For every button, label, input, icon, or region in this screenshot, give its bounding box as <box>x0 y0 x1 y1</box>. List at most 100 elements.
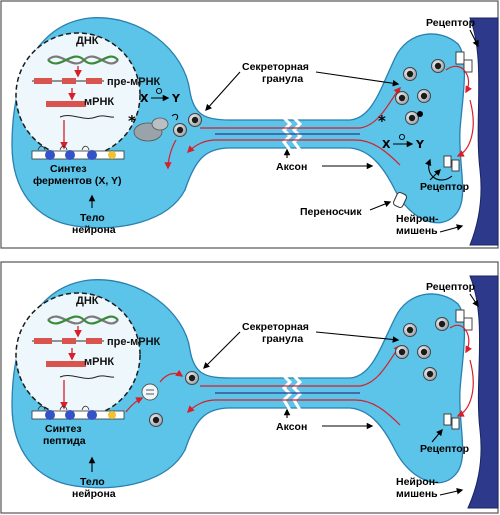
star-terminal-top: * <box>378 112 386 130</box>
recycle-arrow-top <box>425 158 453 181</box>
synthesis-label-bottom-2: пептида <box>43 435 86 447</box>
target-neuron-top <box>469 17 499 246</box>
secretory-label-bottom-1: Секреторная <box>242 321 309 333</box>
pre-mrna-strand-bottom <box>32 338 104 344</box>
nucleus-top <box>15 32 141 158</box>
receptor-pointer-top-upper <box>469 29 479 48</box>
star-soma-top: * <box>128 112 136 130</box>
granule-bottom-soma-2 <box>149 413 163 427</box>
synthesis-label-bottom-1: Синтез <box>45 423 82 435</box>
packaging-arrow-bottom <box>159 369 184 383</box>
receptor-top-upper <box>455 51 473 73</box>
receptor-label-top-lower: Рецептор <box>420 181 469 193</box>
pre-mrna-label-bottom: пре-мРНК <box>107 336 161 348</box>
secretory-pointer-bottom-left <box>203 331 241 369</box>
granule-top-term-4 <box>405 111 419 125</box>
target-neuron-bottom <box>467 275 499 509</box>
receptor-bottom-lower <box>443 413 460 430</box>
secretory-pointer-bottom-right <box>315 331 400 343</box>
mrna-label-bottom: мРНК <box>84 356 114 368</box>
receptor-bottom-upper <box>455 309 473 331</box>
anterograde-track-top <box>200 86 401 129</box>
target-pointer-top <box>439 224 464 233</box>
release-arrow-top <box>445 65 472 94</box>
receptor-label-top-upper: Рецептор <box>426 17 475 29</box>
enzyme-x-terminal-top: X <box>382 138 391 151</box>
granule-top-term-5 <box>431 59 445 73</box>
granule-top-soma-1 <box>188 113 202 127</box>
ribosome-strip-top <box>31 145 125 160</box>
vesicle-fill-top <box>171 113 179 121</box>
enzyme-y-terminal-top: Y <box>415 138 425 151</box>
intermediate-soma-top <box>155 87 163 95</box>
mrna-tail-bottom <box>59 375 115 379</box>
granule-bottom-term-5 <box>435 317 449 331</box>
mrna-label-top: мРНК <box>84 96 114 108</box>
target-label-top-1: Нейрон- <box>396 213 439 225</box>
secretory-label-top-2: гранула <box>262 73 303 85</box>
transporter-label-top: Переносчик <box>300 206 362 218</box>
receptor-label-bottom-upper: Рецептор <box>426 281 475 293</box>
enzyme-y-soma-top: Y <box>171 92 181 105</box>
granule-bottom-term-1 <box>403 323 417 337</box>
receptor-pointer-top-lower <box>429 169 441 181</box>
dna-helix-bottom <box>47 315 119 325</box>
granule-bottom-term-4 <box>423 367 437 381</box>
to-golgi-arrow-bottom <box>125 397 144 413</box>
reuptake-arrow-bottom <box>456 359 474 417</box>
granule-top-soma-2 <box>173 123 187 137</box>
mrna-tail-top <box>59 115 115 119</box>
receptor-top-lower <box>443 155 460 172</box>
receptor-label-bottom-lower: Рецептор <box>420 443 469 455</box>
enzyme-x-soma-top: X <box>140 92 149 105</box>
secretory-label-top-1: Секреторная <box>242 61 309 73</box>
release-arrow-bottom <box>449 324 472 354</box>
mrna-strand-top <box>46 101 86 107</box>
granule-top-term-1 <box>403 67 417 81</box>
granule-top-term-3 <box>417 89 431 103</box>
golgi-top <box>133 117 169 142</box>
target-label-bottom-2: мишень <box>396 488 438 500</box>
retrograde-track-bottom <box>186 399 401 426</box>
golgi-bottom <box>141 383 159 401</box>
secretory-pointer-top-right <box>315 71 400 87</box>
target-label-bottom-1: Нейрон- <box>396 476 439 488</box>
receptor-pointer-bottom-lower <box>431 428 443 443</box>
nucleus-bottom <box>15 292 141 418</box>
pre-mrna-strand-top <box>32 78 104 84</box>
body-label-top-2: нейрона <box>72 224 116 236</box>
return-arrow-soma-top <box>164 139 177 170</box>
granule-bottom-term-2 <box>395 345 409 359</box>
granule-bottom-term-3 <box>417 345 431 359</box>
secretory-label-bottom-2: гранула <box>262 333 303 345</box>
axon-label-top: Аксон <box>276 161 307 173</box>
receptor-pointer-bottom-upper <box>469 293 479 308</box>
granule-top-term-2 <box>395 91 409 105</box>
ribosome-strip-bottom <box>31 405 125 420</box>
panel-top: ДНК пре-мРНК мРНК Синтез <box>0 0 499 249</box>
granule-bottom-soma-1 <box>185 371 199 385</box>
body-label-bottom-1: Тело <box>80 476 105 488</box>
body-label-top-1: Тело <box>80 212 105 224</box>
secretory-pointer-top-left <box>205 71 241 111</box>
synthesis-label-top-2: ферментов (X, Y) <box>33 175 122 187</box>
dna-helix-top <box>47 55 119 65</box>
target-pointer-bottom <box>439 487 464 496</box>
dna-label-top: ДНК <box>76 35 99 47</box>
axon-break-top <box>281 116 303 151</box>
body-label-bottom-2: нейрона <box>72 488 116 500</box>
transporter-pointer-top <box>369 200 392 211</box>
transporter-top <box>392 192 408 208</box>
synthesis-label-top-1: Синтез <box>50 163 87 175</box>
axon-label-bottom: Аксон <box>276 421 307 433</box>
axon-break-bottom <box>281 374 303 411</box>
pre-mrna-label-top: пре-мРНК <box>107 76 161 88</box>
reuptake-arrow-top <box>456 99 474 157</box>
panel-bottom: ДНК пре-мРНК мРНК Синтез пептида <box>0 261 499 514</box>
retrograde-track-top <box>186 139 401 166</box>
mrna-strand-bottom <box>46 361 86 367</box>
released-molecule-top <box>417 111 423 117</box>
dna-label-bottom: ДНК <box>76 295 99 307</box>
intermediate-terminal-top <box>398 133 406 141</box>
